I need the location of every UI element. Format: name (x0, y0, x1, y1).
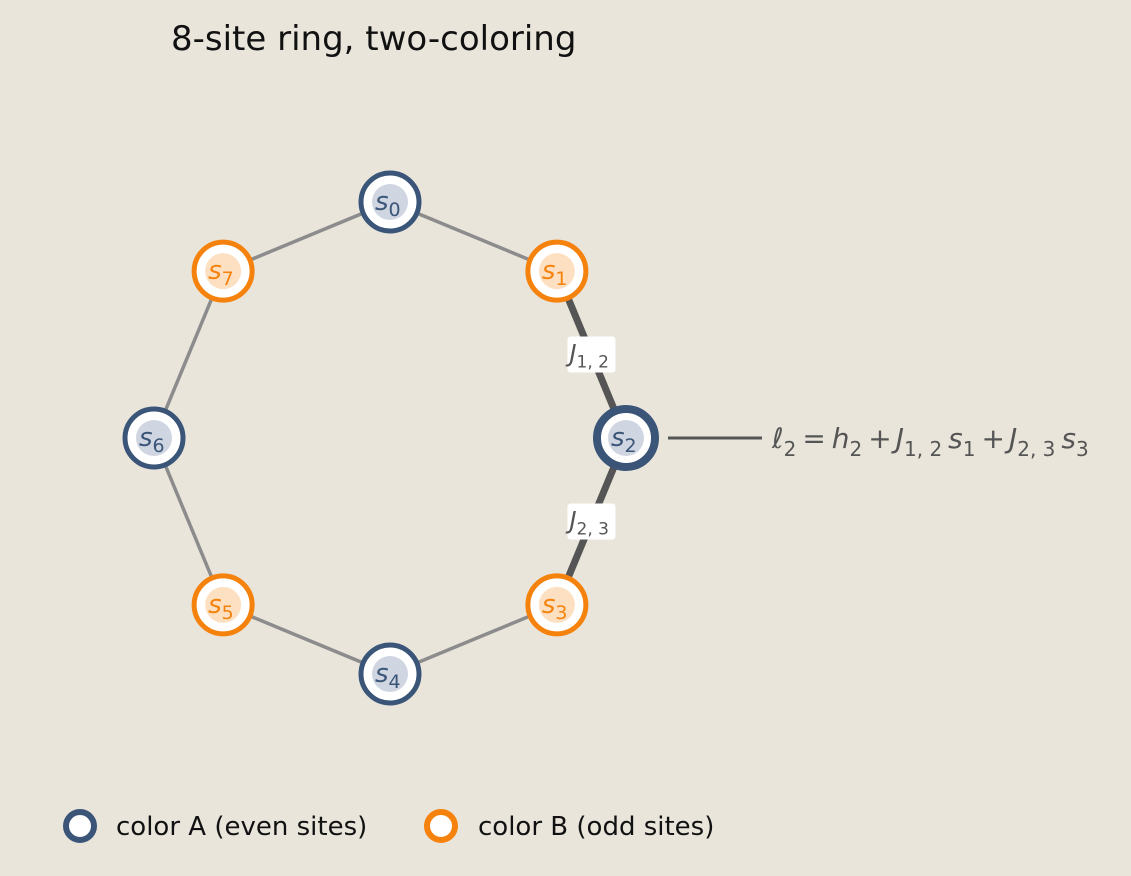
formula-h-subscript: 2 (850, 437, 863, 461)
site-label-0: s0 (375, 187, 401, 221)
formula-s1-subscript: 1 (963, 437, 976, 461)
coupling-symbol: J (565, 506, 576, 534)
formula-lhs-symbol: ℓ (771, 422, 784, 455)
site-node-3: s3 (525, 573, 589, 637)
site-core-5 (205, 586, 242, 623)
site-symbol: s (139, 423, 153, 453)
coupling-label-1-2: J1, 2 (565, 336, 616, 373)
formula-plus-1: + (868, 422, 891, 455)
site-core-7 (205, 253, 242, 290)
site-node-1: s1 (525, 239, 589, 303)
site-core-1 (538, 253, 575, 290)
site-subscript: 7 (222, 268, 234, 290)
legend-item-color-b: color B (odd sites) (424, 809, 714, 843)
site-label-3: s3 (542, 590, 568, 624)
site-subscript: 0 (389, 199, 401, 221)
site-subscript: 1 (555, 268, 567, 290)
coupling-label-text: J2, 3 (565, 506, 609, 539)
site-symbol: s (208, 256, 222, 286)
site-symbol: s (542, 256, 556, 286)
site-subscript: 6 (153, 435, 165, 457)
site-symbol: s (208, 590, 222, 620)
legend-item-color-a: color A (even sites) (63, 809, 367, 843)
site-node-0: s0 (358, 170, 422, 234)
edge-labels-layer: J1, 2J2, 3 (565, 336, 616, 540)
site-subscript: 5 (222, 602, 234, 624)
site-node-6: s6 (122, 406, 186, 470)
formula-j23-subscript: 2, 3 (1017, 437, 1055, 461)
site-subscript: 4 (389, 671, 401, 693)
site-node-4: s4 (358, 642, 422, 706)
site-label-4: s4 (375, 659, 401, 693)
site-node-2: s2 (593, 405, 659, 471)
coupling-symbol: J (565, 340, 576, 368)
site-core-0 (372, 184, 408, 220)
coupling-label-2-3: J2, 3 (565, 503, 616, 540)
site-core-4 (372, 656, 408, 692)
formula-h-symbol: h (832, 422, 850, 455)
site-symbol: s (611, 423, 625, 453)
site-node-5: s5 (191, 573, 255, 637)
formula-j12-subscript: 1, 2 (904, 437, 942, 461)
site-label-7: s7 (208, 256, 234, 290)
site-subscript: 2 (625, 435, 637, 457)
coupling-subscript: 2, 3 (577, 519, 609, 539)
site-label-1: s1 (542, 256, 568, 290)
formula-s3-symbol: s (1061, 422, 1076, 455)
site-label-2: s2 (611, 423, 637, 457)
site-core-6 (136, 420, 172, 456)
formula-lhs-subscript: 2 (784, 437, 797, 461)
site-label-5: s5 (208, 590, 234, 624)
site-node-7: s7 (191, 239, 255, 303)
formula-plus-2: + (982, 422, 1005, 455)
site-label-6: s6 (139, 423, 165, 457)
formula-equals: = (802, 422, 825, 455)
site-symbol: s (375, 659, 389, 689)
formula-s3-subscript: 3 (1076, 437, 1089, 461)
legend-label-color-b: color B (odd sites) (478, 812, 714, 842)
site-core-3 (538, 586, 575, 623)
coupling-subscript: 1, 2 (577, 353, 609, 373)
coupling-label-box (567, 336, 616, 373)
coupling-label-box (567, 503, 616, 540)
diagram-title: 8-site ring, two-coloring (171, 19, 576, 59)
site-symbol: s (542, 590, 556, 620)
site-symbol: s (375, 187, 389, 217)
legend-marker-color-b (424, 809, 458, 843)
legend-label-color-a: color A (even sites) (116, 812, 367, 842)
site-core-2 (608, 420, 644, 456)
formula-s1-symbol: s (948, 422, 963, 455)
legend-marker-color-a (63, 809, 97, 843)
site-subscript: 3 (555, 602, 567, 624)
legend: color A (even sites) color B (odd sites) (63, 809, 714, 843)
coupling-label-text: J1, 2 (565, 340, 609, 373)
